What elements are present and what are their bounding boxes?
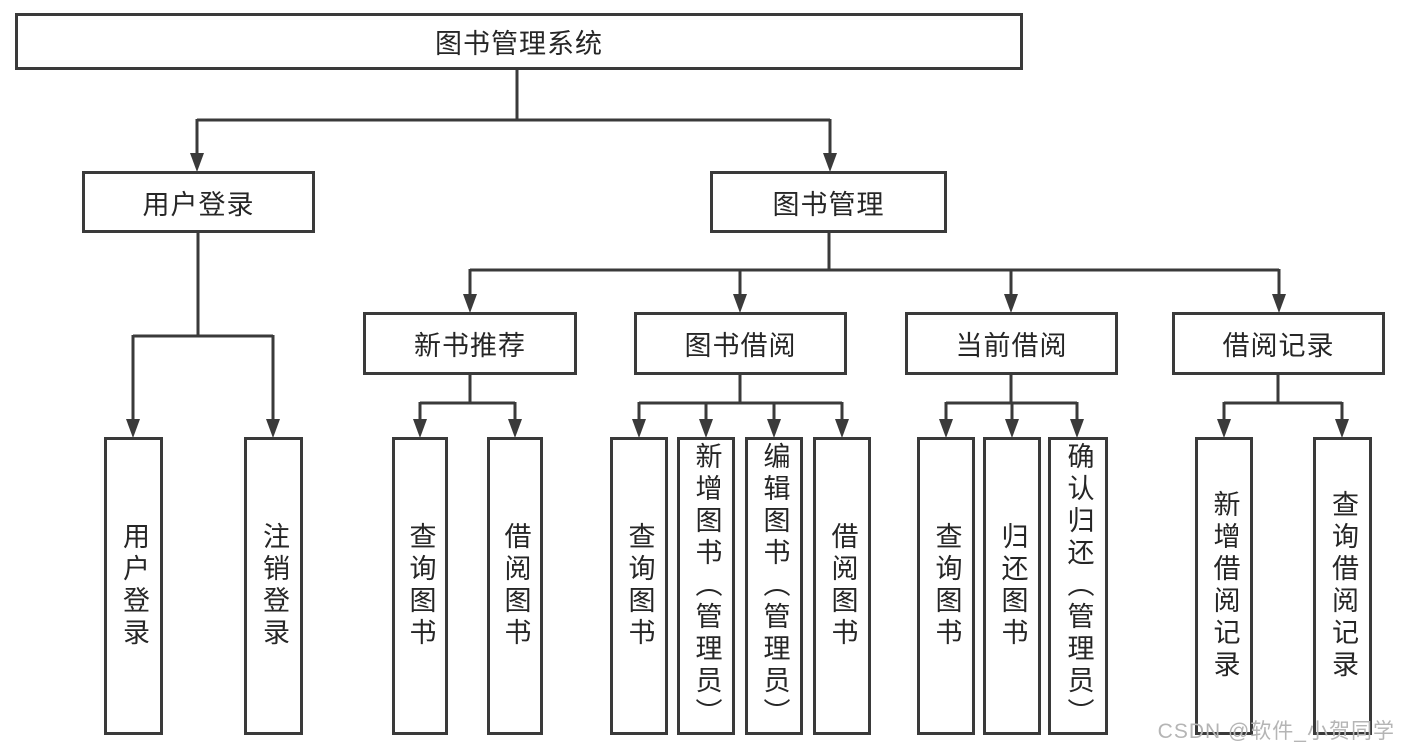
node-leaf-recommend-query-book-label: 查询图书	[405, 522, 436, 650]
node-current-borrow-label: 当前借阅	[955, 331, 1068, 361]
arrowhead-icon	[1004, 294, 1018, 313]
node-leaf-borrow-book-label: 借阅图书	[827, 522, 858, 650]
node-leaf-confirm-return-admin: 确认归还（管理员）	[1048, 437, 1108, 735]
node-leaf-add-book-admin: 新增图书（管理员）	[677, 437, 735, 735]
edge-currentborrow-branch	[944, 375, 1079, 424]
node-leaf-add-borrow-record-label: 新增借阅记录	[1209, 490, 1240, 682]
node-new-book-recommend-label: 新书推荐	[414, 331, 526, 361]
arrowhead-icon	[1005, 419, 1019, 438]
node-borrow-record-label: 借阅记录	[1222, 331, 1335, 361]
node-leaf-return-book: 归还图书	[983, 437, 1041, 735]
arrowhead-icon	[266, 419, 280, 438]
edge-userlogin-branch	[131, 233, 275, 423]
node-leaf-current-query-book-label: 查询图书	[931, 522, 962, 650]
node-leaf-user-login: 用户登录	[104, 437, 163, 735]
node-leaf-recommend-borrow-book: 借阅图书	[487, 437, 543, 735]
node-leaf-edit-book-admin: 编辑图书（管理员）	[745, 437, 803, 735]
edge-root-branch	[195, 70, 832, 158]
node-leaf-add-book-admin-label: 新增图书（管理员）	[691, 442, 722, 730]
arrowhead-icon	[767, 419, 781, 438]
node-leaf-confirm-return-admin-label: 确认归还（管理员）	[1063, 442, 1094, 730]
arrowhead-icon	[632, 419, 646, 438]
node-leaf-add-borrow-record: 新增借阅记录	[1195, 437, 1253, 735]
arrowhead-icon	[508, 419, 522, 438]
edge-bookborrow-branch	[637, 375, 844, 424]
arrowhead-icon	[126, 419, 140, 438]
arrowhead-icon	[1272, 294, 1286, 313]
arrowhead-icon	[1070, 419, 1084, 438]
edge-bookmgmt-branch	[468, 233, 1281, 298]
arrowhead-icon	[190, 153, 204, 172]
node-leaf-return-book-label: 归还图书	[997, 522, 1028, 650]
arrowhead-icon	[699, 419, 713, 438]
node-book-borrow: 图书借阅	[634, 312, 847, 375]
node-book-borrow-label: 图书借阅	[684, 331, 797, 361]
node-user-login-label: 用户登录	[142, 189, 255, 220]
node-current-borrow: 当前借阅	[905, 312, 1118, 375]
node-user-login: 用户登录	[82, 171, 315, 233]
node-leaf-borrow-query-book: 查询图书	[610, 437, 668, 735]
arrowhead-icon	[413, 419, 427, 438]
node-leaf-borrow-query-book-label: 查询图书	[624, 522, 655, 650]
arrowhead-icon	[1217, 419, 1231, 438]
node-root-label: 图书管理系统	[435, 29, 603, 59]
edge-newbookrec-branch	[418, 375, 517, 424]
node-borrow-record: 借阅记录	[1172, 312, 1385, 375]
arrowhead-icon	[463, 294, 477, 313]
arrowhead-icon	[823, 153, 837, 172]
node-book-management-label: 图书管理	[772, 189, 885, 220]
node-leaf-edit-book-admin-label: 编辑图书（管理员）	[759, 442, 790, 730]
arrowhead-icon	[939, 419, 953, 438]
node-root: 图书管理系统	[15, 13, 1023, 70]
edge-borrowrecord-branch	[1222, 375, 1344, 424]
node-book-management: 图书管理	[710, 171, 947, 233]
node-leaf-user-login-label: 用户登录	[119, 522, 149, 650]
node-leaf-logout-label: 注销登录	[259, 522, 289, 650]
arrowhead-icon	[1335, 419, 1349, 438]
node-leaf-recommend-borrow-book-label: 借阅图书	[500, 522, 531, 650]
node-leaf-query-borrow-record-label: 查询借阅记录	[1328, 490, 1358, 682]
node-leaf-recommend-query-book: 查询图书	[392, 437, 448, 735]
node-leaf-logout: 注销登录	[244, 437, 303, 735]
node-leaf-query-borrow-record: 查询借阅记录	[1313, 437, 1372, 735]
csdn-watermark: CSDN @软件_小贺同学	[1157, 720, 1395, 743]
node-leaf-borrow-book: 借阅图书	[813, 437, 871, 735]
arrowhead-icon	[835, 419, 849, 438]
node-new-book-recommend: 新书推荐	[363, 312, 577, 375]
arrowhead-icon	[733, 294, 747, 313]
node-leaf-current-query-book: 查询图书	[917, 437, 975, 735]
